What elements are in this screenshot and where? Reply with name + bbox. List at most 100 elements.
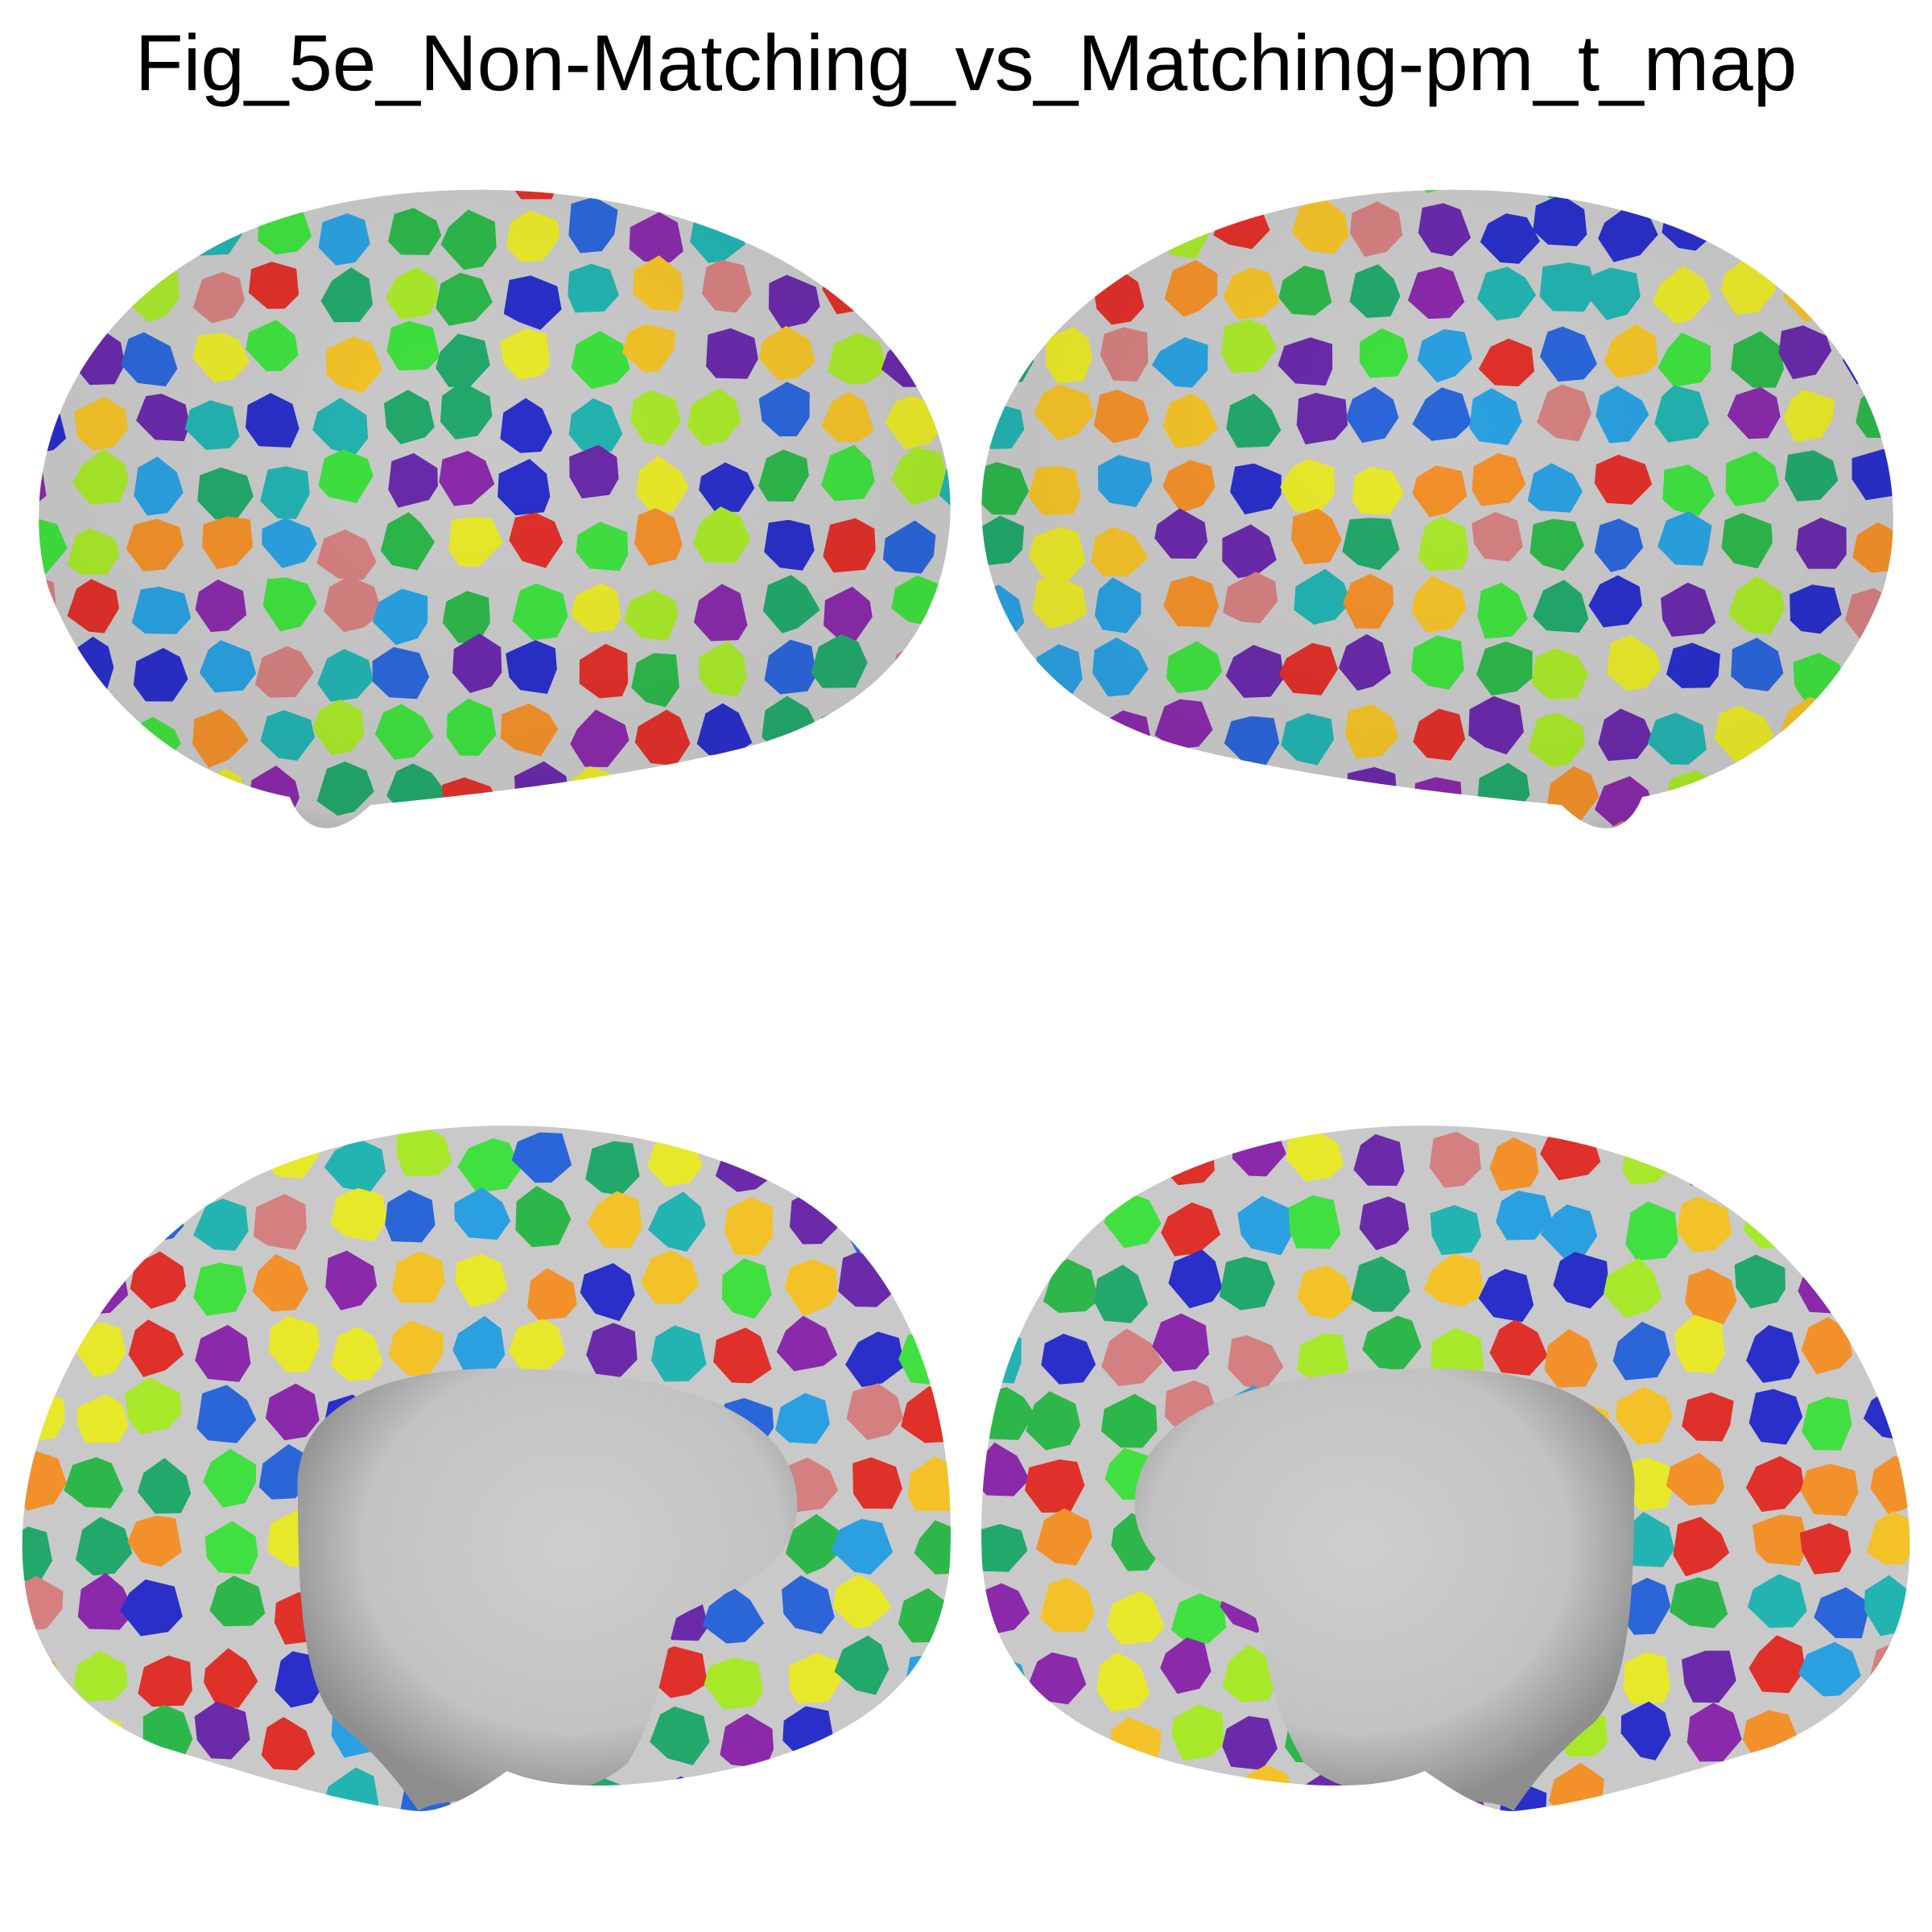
parcel-patch xyxy=(1160,1637,1212,1695)
parcel-patch xyxy=(1870,1201,1910,1255)
parcel-patch xyxy=(197,189,253,202)
parcel-patch xyxy=(576,1063,626,1114)
parcel-patch xyxy=(39,338,51,386)
parcel-patch xyxy=(758,189,814,193)
parcel-patch xyxy=(195,1324,251,1382)
parcel-patch xyxy=(1429,1131,1481,1188)
parcel-patch xyxy=(72,824,131,828)
parcel-patch xyxy=(1913,333,1932,385)
parcel-patch xyxy=(1035,1508,1092,1566)
parcel-patch xyxy=(257,1784,315,1812)
parcel-patch xyxy=(1096,1063,1155,1118)
parcel-patch xyxy=(1478,1269,1534,1323)
parcel-patch xyxy=(765,202,815,254)
parcel-patch xyxy=(138,189,194,192)
parcel-patch xyxy=(702,1830,759,1868)
parcel-patch xyxy=(1798,1258,1854,1314)
parcel-patch xyxy=(76,1393,129,1443)
parcel-patch xyxy=(952,270,966,326)
parcel-patch xyxy=(782,1575,835,1634)
parcel-patch xyxy=(515,1186,572,1248)
parcel-patch xyxy=(1798,1641,1861,1697)
parcel-patch xyxy=(1817,1764,1868,1812)
parcel-patch xyxy=(1620,1701,1671,1761)
parcel-patch xyxy=(1423,1253,1484,1307)
parcel-patch xyxy=(1802,1849,1852,1868)
parcel-patch xyxy=(650,1325,707,1382)
parcel-patch xyxy=(1850,699,1893,753)
parcel-patch xyxy=(22,1197,68,1251)
parcel-patch xyxy=(1549,1063,1604,1114)
parcel-patch xyxy=(1489,1319,1548,1376)
parcel-patch xyxy=(713,1327,772,1384)
parcel-patch xyxy=(257,1125,307,1130)
parcel-patch xyxy=(1921,457,1932,514)
parcel-patch xyxy=(1747,1574,1807,1629)
parcel-patch xyxy=(1792,776,1844,828)
parcel-patch xyxy=(843,1843,899,1868)
parcel-patch xyxy=(137,1458,192,1514)
parcel-patch xyxy=(1748,1635,1806,1694)
parcel-patch xyxy=(1028,200,1082,256)
parcel-patch xyxy=(385,1190,436,1243)
parcel-patch xyxy=(1041,1333,1096,1385)
parcel-patch xyxy=(1105,1831,1163,1868)
parcel-patch xyxy=(1916,395,1932,445)
parcel-patch xyxy=(39,207,65,261)
parcel-patch xyxy=(1666,1452,1725,1506)
parcel-patch xyxy=(1158,189,1212,192)
brain-lateral-left-svg xyxy=(39,137,966,861)
parcel-patch xyxy=(1603,1257,1662,1319)
parcel-patch xyxy=(1866,1511,1910,1565)
parcel-patch xyxy=(981,1190,1028,1243)
parcel-patch xyxy=(1870,1455,1910,1514)
parcel-patch xyxy=(527,1268,577,1320)
parcel-patch xyxy=(39,269,54,325)
brain-medial-left-view xyxy=(0,1063,966,1868)
parcel-patch xyxy=(944,198,951,249)
parcel-patch xyxy=(1096,838,1154,861)
parcel-patch xyxy=(69,697,123,749)
parcel-patch xyxy=(388,1320,444,1376)
parcel-patch xyxy=(1727,207,1774,261)
parcel-patch xyxy=(519,1063,571,1114)
parcel-patch xyxy=(1839,768,1893,820)
parcel-patch xyxy=(134,1777,187,1812)
parcel-patch xyxy=(721,1258,772,1319)
parcel-patch xyxy=(1496,1191,1552,1241)
parcel-patch xyxy=(966,1835,1020,1868)
parcel-patch xyxy=(454,1187,511,1241)
parcel-patch xyxy=(1912,650,1932,708)
parcel-patch xyxy=(77,1572,135,1630)
parcel-patch xyxy=(822,204,882,259)
parcel-patch xyxy=(127,1516,182,1567)
parcel-patch xyxy=(1100,1393,1158,1448)
parcel-patch xyxy=(813,821,866,828)
parcel-patch xyxy=(252,1253,309,1312)
parcel-patch xyxy=(1220,771,1274,824)
parcel-patch xyxy=(257,1838,312,1868)
parcel-patch xyxy=(76,1517,133,1576)
parcel-patch xyxy=(1164,1838,1221,1868)
parcel-patch xyxy=(775,1067,830,1123)
parcel-patch xyxy=(1677,1196,1732,1253)
parcel-patch xyxy=(124,1839,180,1868)
parcel-patch xyxy=(265,189,318,193)
parcel-patch xyxy=(881,715,936,765)
parcel-patch xyxy=(400,1840,456,1868)
parcel-patch xyxy=(1623,1652,1671,1704)
parcel-patch xyxy=(64,1457,124,1509)
parcel-patch xyxy=(1876,1840,1932,1868)
parcel-patch xyxy=(39,641,59,695)
parcel-patch xyxy=(315,828,371,861)
parcel-patch xyxy=(776,1315,838,1372)
parcel-patch xyxy=(59,199,112,255)
parcel-patch xyxy=(952,581,966,632)
parcel-patch xyxy=(455,1253,508,1308)
parcel-patch xyxy=(451,137,502,188)
parcel-patch xyxy=(1296,1333,1349,1387)
brain-medial-right-svg xyxy=(966,1063,1932,1868)
parcel-patch xyxy=(1746,1325,1800,1383)
parcel-patch xyxy=(126,826,181,828)
parcel-patch xyxy=(1870,1769,1910,1812)
